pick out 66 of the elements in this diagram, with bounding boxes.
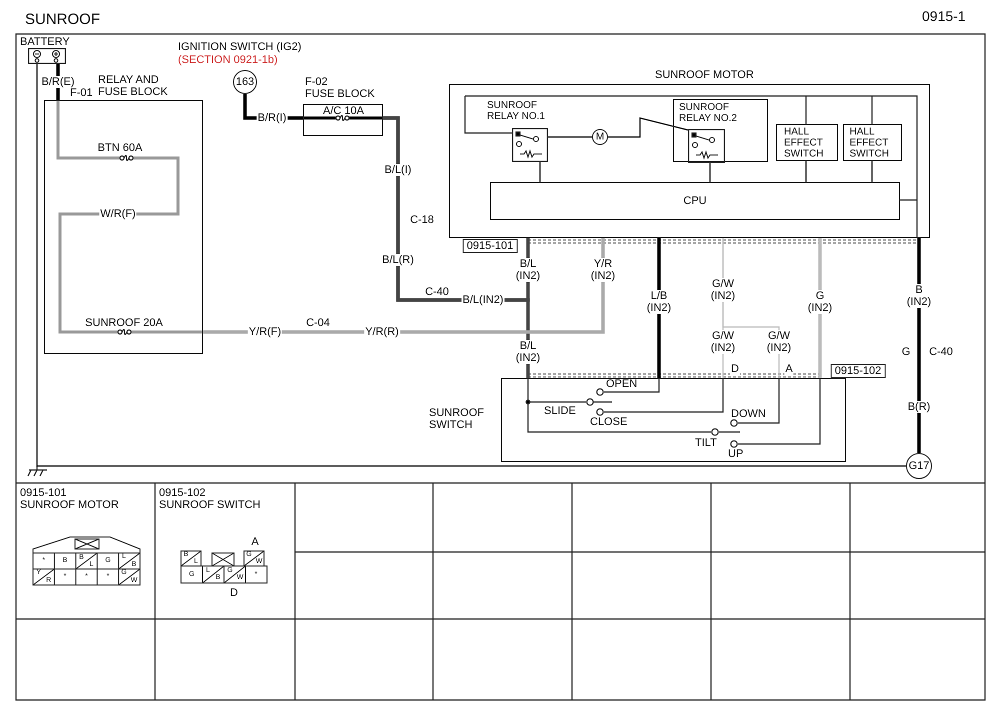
component-label: BATTERY bbox=[20, 36, 70, 48]
ground-terminal-circle bbox=[906, 453, 932, 479]
diagram-title: SUNROOF bbox=[25, 11, 100, 28]
wire-label: B/L(IN2) bbox=[462, 294, 504, 306]
pin-label: A bbox=[251, 536, 259, 548]
component-label: G17 bbox=[908, 460, 930, 472]
wire bbox=[709, 163, 711, 182]
component-label: (SECTION 0921-1b) bbox=[178, 54, 278, 66]
connector-code: C-40 bbox=[424, 286, 450, 298]
wire bbox=[548, 136, 592, 138]
component-label: SUNROOF RELAY NO.1 bbox=[487, 100, 546, 122]
component-label: SUNROOF MOTOR bbox=[655, 69, 754, 81]
wire bbox=[608, 117, 688, 138]
page-number: 0915-1 bbox=[922, 10, 966, 22]
connector-code: C-18 bbox=[409, 214, 435, 226]
switch-position-label: DOWN bbox=[731, 408, 766, 420]
connector-circle bbox=[233, 70, 257, 94]
pin-label: D bbox=[230, 587, 238, 599]
table-heading: 0915-102 bbox=[159, 487, 206, 499]
table-heading: 0915-101 bbox=[20, 487, 66, 499]
wire-label: B/R(E) bbox=[40, 76, 76, 88]
wire bbox=[805, 161, 807, 182]
wire bbox=[36, 64, 906, 467]
wire-label: Y/R(F) bbox=[248, 326, 282, 338]
component-label: RELAY AND FUSE BLOCK bbox=[98, 74, 169, 98]
wire-label: B/R(I) bbox=[256, 112, 288, 124]
component-label: M bbox=[596, 132, 604, 142]
wire-label: Y/R(R) bbox=[364, 326, 400, 338]
wire-label: B/L(I) bbox=[384, 164, 412, 176]
pin-label: A bbox=[784, 363, 794, 375]
wire bbox=[539, 162, 541, 182]
connector-code: 0915-102 bbox=[830, 364, 886, 378]
component-label: HALL EFFECT SWITCH bbox=[784, 126, 824, 159]
component-label: HALL EFFECT SWITCH bbox=[850, 126, 890, 159]
switch-position-label: UP bbox=[728, 448, 744, 460]
component-label: FUSE BLOCK bbox=[305, 88, 375, 100]
component-label: F-01 bbox=[70, 87, 93, 99]
component-label: SUNROOF RELAY NO.2 bbox=[679, 102, 738, 124]
fuse-label: SUNROOF 20A bbox=[84, 317, 164, 329]
component-label: A/C 10A bbox=[323, 105, 364, 117]
wire-label: G bbox=[900, 346, 912, 358]
wire-label: B/L(R) bbox=[381, 254, 415, 266]
wire-label: B(R) bbox=[906, 401, 932, 413]
component-label: SUNROOF SWITCH bbox=[429, 407, 485, 431]
table-heading: SUNROOF MOTOR bbox=[20, 499, 119, 511]
table-heading: SUNROOF SWITCH bbox=[159, 499, 260, 511]
pin-label: D bbox=[730, 363, 740, 375]
component-label: F-02 bbox=[305, 76, 328, 88]
connector-code: 0915-101 bbox=[462, 239, 518, 253]
sensor-box bbox=[776, 124, 838, 161]
wire-label: W/R(F) bbox=[99, 208, 137, 220]
switch-position-label: CLOSE bbox=[590, 416, 628, 428]
relay-outline bbox=[673, 99, 768, 162]
switch-position-label: TILT bbox=[695, 437, 717, 449]
component-label: IGNITION SWITCH (IG2) bbox=[178, 41, 302, 53]
component-label: CPU bbox=[683, 195, 707, 207]
cpu-box bbox=[490, 182, 900, 220]
switch-position-label: SLIDE bbox=[544, 405, 576, 417]
wire bbox=[871, 161, 873, 182]
motor-circle bbox=[592, 129, 608, 145]
switch-position-label: OPEN bbox=[606, 378, 638, 390]
connector-code: C-04 bbox=[305, 317, 331, 329]
component-label: 163 bbox=[236, 76, 254, 88]
sensor-box bbox=[843, 124, 902, 161]
fuse-label: BTN 60A bbox=[96, 142, 144, 154]
connector-code: C-40 bbox=[928, 346, 954, 358]
